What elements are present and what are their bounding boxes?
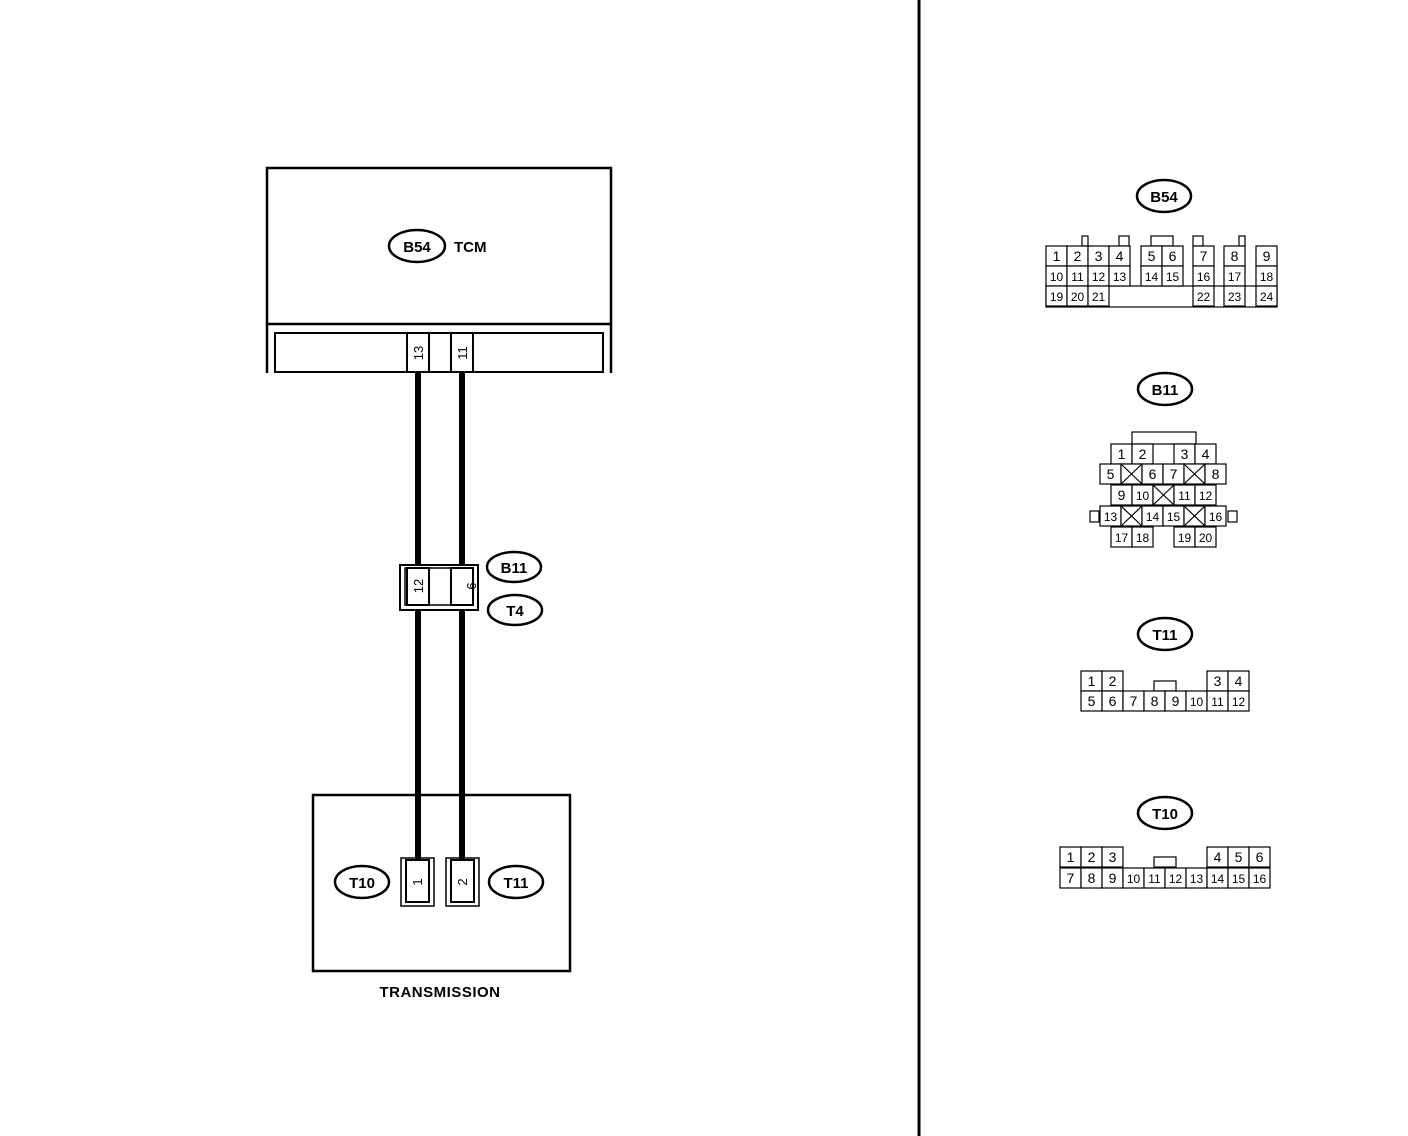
t11-pin-1: 1	[1088, 673, 1096, 689]
t10-pin-6: 6	[1256, 849, 1264, 865]
b54-pin-17: 17	[1228, 270, 1242, 284]
b54-pin-23: 23	[1228, 290, 1242, 304]
tcm-pin-13: 13	[411, 346, 426, 360]
b11-pin-13: 13	[1104, 510, 1118, 524]
transmission-label: TRANSMISSION	[379, 984, 500, 1001]
b11-pin-8: 8	[1212, 466, 1220, 482]
t10-pin-8: 8	[1088, 870, 1096, 886]
t10-pin-12: 12	[1169, 872, 1183, 886]
connector-t11-id: T11	[1152, 627, 1177, 644]
t10-pin-9: 9	[1109, 870, 1117, 886]
t11-pin-4: 4	[1235, 673, 1243, 689]
b54-pin-14: 14	[1145, 270, 1159, 284]
connector-t10-id: T10	[1152, 806, 1178, 823]
b11-pin-7: 7	[1170, 466, 1178, 482]
b11-pin-4: 4	[1202, 446, 1210, 462]
t10-pin-14: 14	[1211, 872, 1225, 886]
b11-pin-17: 17	[1115, 531, 1129, 545]
b11-pin-10: 10	[1136, 489, 1150, 503]
t10-pin-1: 1	[1067, 849, 1075, 865]
t10-pin-2: 2	[1088, 849, 1096, 865]
t10-pin-5: 5	[1235, 849, 1243, 865]
transmission-pin-2: 2	[455, 878, 470, 885]
b11-pin-18: 18	[1136, 531, 1150, 545]
t11-pin-7: 7	[1130, 693, 1138, 709]
b54-pin-21: 21	[1092, 290, 1106, 304]
b54-pin-16: 16	[1197, 270, 1211, 284]
b54-pin-1: 1	[1053, 248, 1061, 264]
b54-pin-5: 5	[1148, 248, 1156, 264]
transmission-id-t11: T11	[503, 875, 528, 892]
b11-pin-15: 15	[1167, 510, 1181, 524]
b54-pin-8: 8	[1231, 248, 1239, 264]
t11-pin-3: 3	[1214, 673, 1222, 689]
b54-pin-7: 7	[1200, 248, 1208, 264]
tcm-pin-11: 11	[455, 346, 470, 360]
b54-pin-24: 24	[1260, 290, 1274, 304]
b54-pin-12: 12	[1092, 270, 1106, 284]
t10-pin-16: 16	[1253, 872, 1267, 886]
transmission-module: 1 2 T10 T11 TRANSMISSION	[311, 793, 572, 1001]
b11-pin-11: 11	[1178, 489, 1191, 503]
b54-pin-22: 22	[1197, 290, 1211, 304]
connector-b11-id: B11	[1152, 382, 1179, 399]
t10-pin-13: 13	[1190, 872, 1204, 886]
t11-pin-9: 9	[1172, 693, 1180, 709]
tcm-connector-id: B54	[403, 239, 431, 256]
b11-pin-14: 14	[1146, 510, 1160, 524]
b11-pin-16: 16	[1209, 510, 1223, 524]
b11-pin-19: 19	[1178, 531, 1192, 545]
b54-pin-9: 9	[1263, 248, 1271, 264]
t11-pin-10: 10	[1190, 695, 1204, 709]
t10-pin-3: 3	[1109, 849, 1117, 865]
b54-pin-20: 20	[1071, 290, 1085, 304]
b11-pin-3: 3	[1181, 446, 1189, 462]
joint-id-b11: B11	[501, 560, 528, 577]
b11-pin-9: 9	[1118, 487, 1126, 503]
b54-pin-10: 10	[1050, 270, 1064, 284]
b54-pin-15: 15	[1166, 270, 1180, 284]
b54-pin-19: 19	[1050, 290, 1064, 304]
connector-b54-id: B54	[1150, 189, 1178, 206]
t10-pin-10: 10	[1127, 872, 1141, 886]
b54-pin-13: 13	[1113, 270, 1127, 284]
t10-pin-4: 4	[1214, 849, 1222, 865]
joint-id-t4: T4	[506, 603, 524, 620]
t10-pin-11: 11	[1148, 872, 1161, 886]
b54-pin-6: 6	[1169, 248, 1177, 264]
t11-pin-6: 6	[1109, 693, 1117, 709]
b11-pin-20: 20	[1199, 531, 1213, 545]
t10-pin-7: 7	[1067, 870, 1075, 886]
joint-connector: 12 9 B11 T4	[399, 550, 544, 627]
joint-pin-9: 9	[464, 582, 479, 589]
t10-pin-15: 15	[1232, 872, 1246, 886]
t11-pin-8: 8	[1151, 693, 1159, 709]
t11-pin-12: 12	[1232, 695, 1246, 709]
transmission-pin-1: 1	[410, 878, 425, 885]
transmission-id-t10: T10	[349, 875, 375, 892]
harness-wires	[415, 372, 465, 860]
tcm-label: TCM	[454, 239, 487, 256]
joint-pin-12: 12	[411, 579, 426, 593]
b54-pin-4: 4	[1116, 248, 1124, 264]
b11-pin-5: 5	[1107, 466, 1115, 482]
b11-pin-1: 1	[1118, 446, 1126, 462]
b54-pin-18: 18	[1260, 270, 1274, 284]
t11-pin-5: 5	[1088, 693, 1096, 709]
tcm-module: B54 TCM 13 11	[265, 166, 613, 373]
t11-pin-11: 11	[1211, 695, 1224, 709]
b54-pin-3: 3	[1095, 248, 1103, 264]
b11-pin-12: 12	[1199, 489, 1213, 503]
b11-pin-6: 6	[1149, 466, 1157, 482]
b11-pin-2: 2	[1139, 446, 1147, 462]
b54-pin-2: 2	[1074, 248, 1082, 264]
b54-pin-11: 11	[1071, 270, 1084, 284]
t11-pin-2: 2	[1109, 673, 1117, 689]
